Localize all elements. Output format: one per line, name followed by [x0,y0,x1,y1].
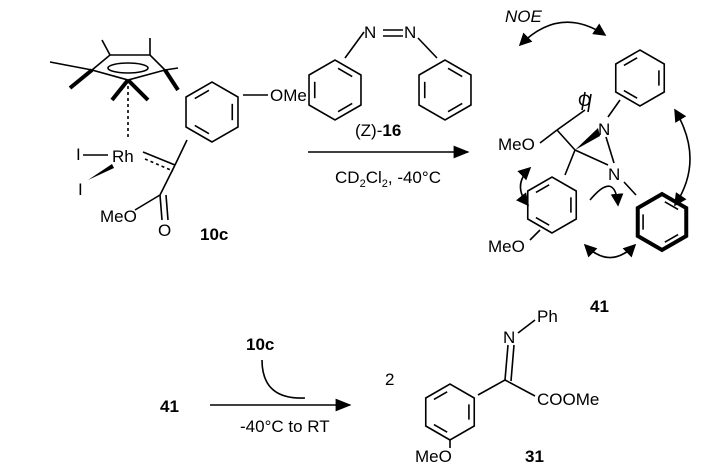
ester-coome: COOMe [537,390,599,409]
benzene-ring [418,59,472,121]
reactant-41: 41 [160,397,179,416]
ring-bonds [185,49,689,441]
double-bond [433,423,448,433]
compound-41: NOE MeO O N N MeO 41 [488,7,691,316]
atom-o: O [578,91,591,110]
double-bond [447,102,463,113]
bottom-reaction: 41 10c -40°C to RT 2 N Ph COOMe MeO 31 [160,307,599,466]
phenyl-ph: Ph [537,307,558,326]
atom-i: I [76,145,81,164]
double-bond [535,216,550,226]
double-bond [664,233,679,243]
coefficient: 2 [385,370,394,389]
double-bond [664,201,679,211]
conditions-top: CD2Cl2, -40°C [335,168,441,190]
benzene-ring [308,59,362,121]
atom-i: I [78,180,83,199]
atom-n: N [598,120,610,139]
double-bond [194,89,210,100]
atom-n: N [404,23,416,42]
substituent-meo: MeO [488,237,525,256]
substituent-meo: MeO [415,447,452,466]
benzene-ring [526,176,578,234]
double-bond [337,102,353,113]
atom-o: O [158,221,171,240]
reagent-10c: 10c [246,335,274,354]
benzene-ring [635,191,689,253]
azobenzene-16: N N [344,23,438,59]
double-bond [447,67,463,78]
label-31: 31 [525,447,544,466]
double-bond [535,184,550,194]
double-bond [337,67,353,78]
benzene-ring [185,81,239,143]
atom-n: N [364,23,376,42]
ester-meo: MeO [100,207,137,226]
atom-rh: Rh [112,147,134,166]
double-bond [433,391,448,401]
benzene-ring [614,49,666,107]
label-41: 41 [590,297,609,316]
double-bond [194,124,210,135]
ester-meo: MeO [498,135,535,154]
compound-10c: Rh I I OMe MeO O 10c [49,38,307,244]
atom-n: N [608,165,620,184]
double-bond [623,57,638,67]
conditions-bottom: -40°C to RT [240,417,330,436]
label-10c: 10c [200,225,228,244]
benzene-ring [424,383,476,441]
atom-n: N [503,328,515,347]
noe-label: NOE [505,7,543,26]
substituent-ome: OMe [270,86,307,105]
double-bond [623,89,638,99]
reagent-label: (Z)-16 [355,121,401,140]
